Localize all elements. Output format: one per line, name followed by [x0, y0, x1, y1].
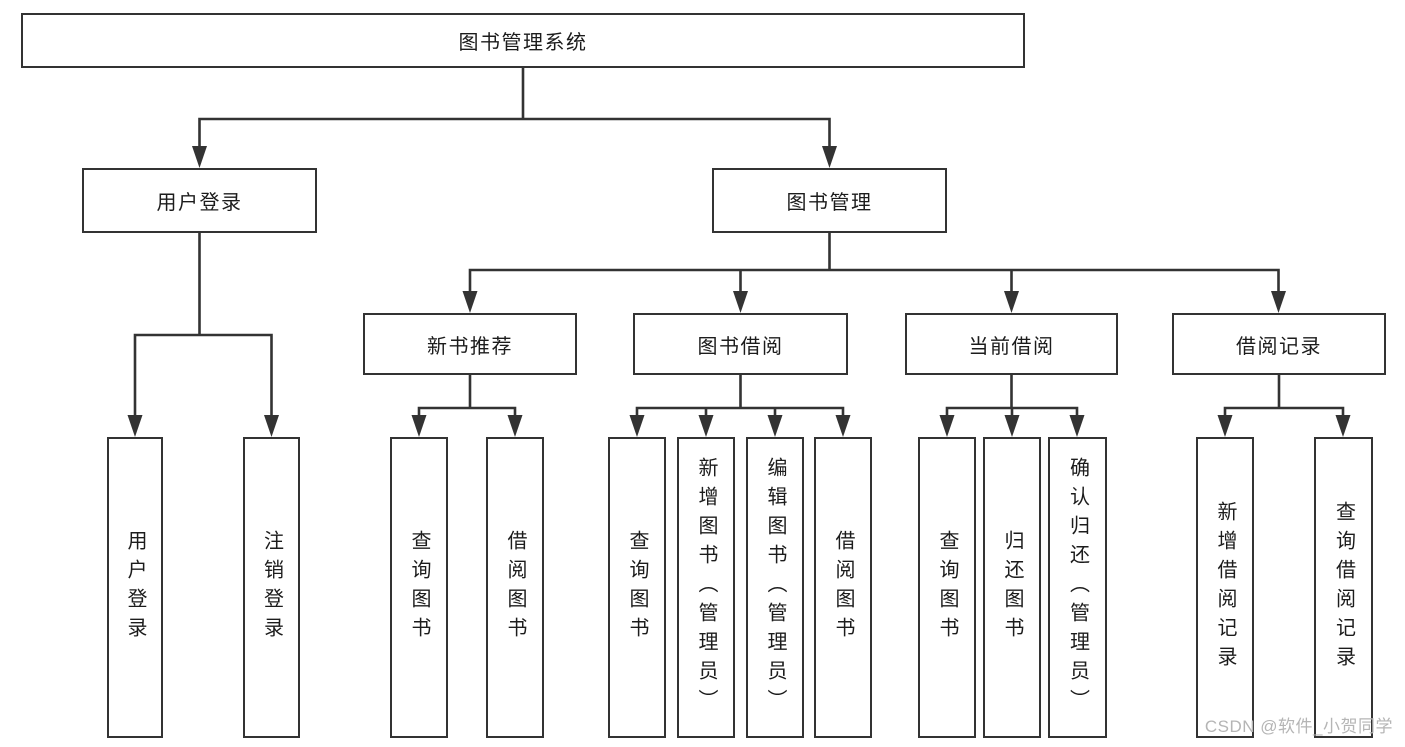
leaf-logout: 注销登录: [243, 437, 300, 738]
leaf-query-books-borrow-label: 查询图书: [626, 529, 648, 646]
leaf-user-login: 用户登录: [107, 437, 163, 738]
node-current-borrow: 当前借阅: [905, 313, 1118, 375]
leaf-add-borrow-record-label: 新增借阅记录: [1214, 500, 1236, 675]
node-new-book-recommend: 新书推荐: [363, 313, 577, 375]
node-borrow-records: 借阅记录: [1172, 313, 1386, 375]
node-book-borrow-label: 图书借阅: [697, 335, 784, 358]
node-user-login-label: 用户登录: [156, 192, 243, 214]
leaf-user-login-label: 用户登录: [124, 529, 146, 646]
node-current-borrow-label: 当前借阅: [968, 335, 1055, 358]
node-new-book-recommend-label: 新书推荐: [427, 335, 513, 358]
node-book-borrow: 图书借阅: [633, 313, 848, 375]
leaf-query-books-current: 查询图书: [918, 437, 976, 738]
node-borrow-records-label: 借阅记录: [1236, 335, 1322, 358]
leaf-borrow-books-recommend: 借阅图书: [486, 437, 544, 738]
leaf-query-books-recommend: 查询图书: [390, 437, 448, 738]
leaf-return-book-label: 归还图书: [1001, 529, 1023, 646]
leaf-borrow-books-recommend-label: 借阅图书: [504, 529, 526, 646]
leaf-edit-book-admin: 编辑图书（管理员）: [746, 437, 804, 738]
leaf-confirm-return-admin: 确认归还（管理员）: [1048, 437, 1107, 738]
leaf-add-borrow-record: 新增借阅记录: [1196, 437, 1254, 738]
leaf-logout-label: 注销登录: [260, 529, 283, 646]
node-book-management-label: 图书管理: [786, 192, 873, 214]
leaf-query-borrow-record: 查询借阅记录: [1314, 437, 1373, 738]
node-root: 图书管理系统: [21, 13, 1025, 68]
leaf-add-book-admin: 新增图书（管理员）: [677, 437, 735, 738]
leaf-edit-book-admin-label: 编辑图书（管理员）: [764, 457, 786, 718]
leaf-borrow-books: 借阅图书: [814, 437, 872, 738]
node-book-management: 图书管理: [712, 168, 947, 233]
leaf-query-books-borrow: 查询图书: [608, 437, 666, 738]
csdn-watermark: CSDN @软件_小贺同学: [1204, 717, 1393, 736]
leaf-confirm-return-admin-label: 确认归还（管理员）: [1066, 457, 1089, 718]
leaf-borrow-books-label: 借阅图书: [832, 529, 854, 646]
leaf-query-borrow-record-label: 查询借阅记录: [1332, 500, 1355, 675]
node-root-label: 图书管理系统: [458, 32, 588, 54]
leaf-add-book-admin-label: 新增图书（管理员）: [695, 457, 717, 718]
leaf-query-books-current-label: 查询图书: [936, 529, 958, 646]
leaf-query-books-recommend-label: 查询图书: [408, 529, 430, 646]
leaf-return-book: 归还图书: [983, 437, 1041, 738]
node-user-login: 用户登录: [82, 168, 317, 233]
